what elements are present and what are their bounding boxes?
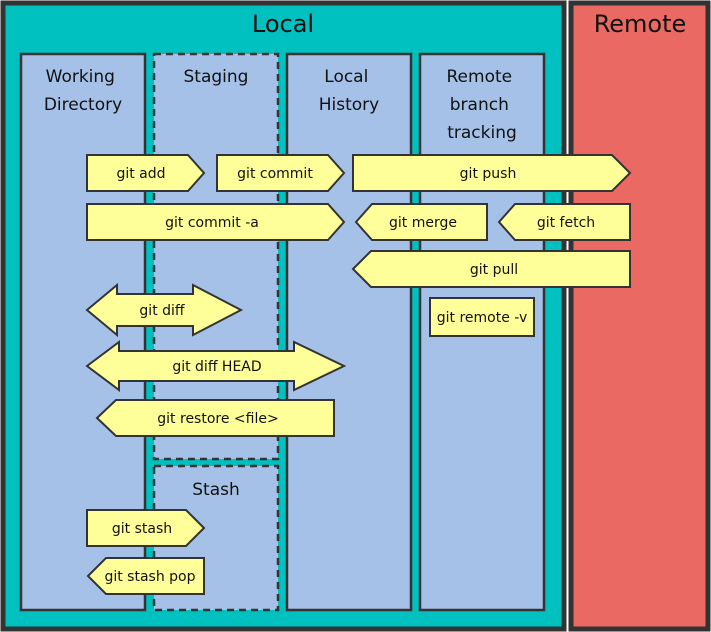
svg-text:git remote -v: git remote -v [437,310,528,326]
local-title: Local [252,10,314,38]
local-history-column [285,52,413,612]
git-pull-arrow: git pull [351,250,631,288]
svg-text:git push: git push [460,166,517,182]
svg-text:git merge: git merge [389,215,457,231]
git-push-arrow: git push [352,154,632,192]
svg-text:git diff: git diff [139,303,184,319]
svg-text:git add: git add [116,166,165,182]
git-stash-pop-arrow: git stash pop [86,557,205,595]
remote-title: Remote [594,10,687,38]
git-diff-arrow: git diff [85,282,244,338]
svg-text:git commit -a: git commit -a [165,215,259,231]
git-commit-arrow: git commit [216,154,346,192]
git-commit-a-arrow: git commit -a [86,203,346,241]
git-diff-head-arrow: git diff HEAD [85,340,347,392]
remote-region [568,0,711,632]
git-restore-arrow: git restore <file> [95,399,335,437]
remote-tracking-header: Remote branch tracking [447,67,518,143]
svg-text:git pull: git pull [470,262,518,278]
git-fetch-arrow: git fetch [497,203,631,241]
svg-text:git stash pop: git stash pop [104,569,195,585]
working-directory-header: Working Directory [44,67,122,115]
staging-header: Staging [184,67,249,87]
git-remote-v-label: git remote -v [429,297,535,337]
stash-header: Stash [192,480,240,500]
staging-column [152,52,280,461]
local-history-header: Local History [319,67,379,115]
git-add-arrow: git add [86,154,206,192]
svg-text:git diff HEAD: git diff HEAD [172,359,261,375]
svg-text:git restore <file>: git restore <file> [157,411,278,427]
svg-text:git fetch: git fetch [537,215,595,231]
git-stash-arrow: git stash [86,509,206,547]
svg-text:git commit: git commit [237,166,313,182]
git-merge-arrow: git merge [354,203,488,241]
svg-text:git stash: git stash [112,521,172,537]
